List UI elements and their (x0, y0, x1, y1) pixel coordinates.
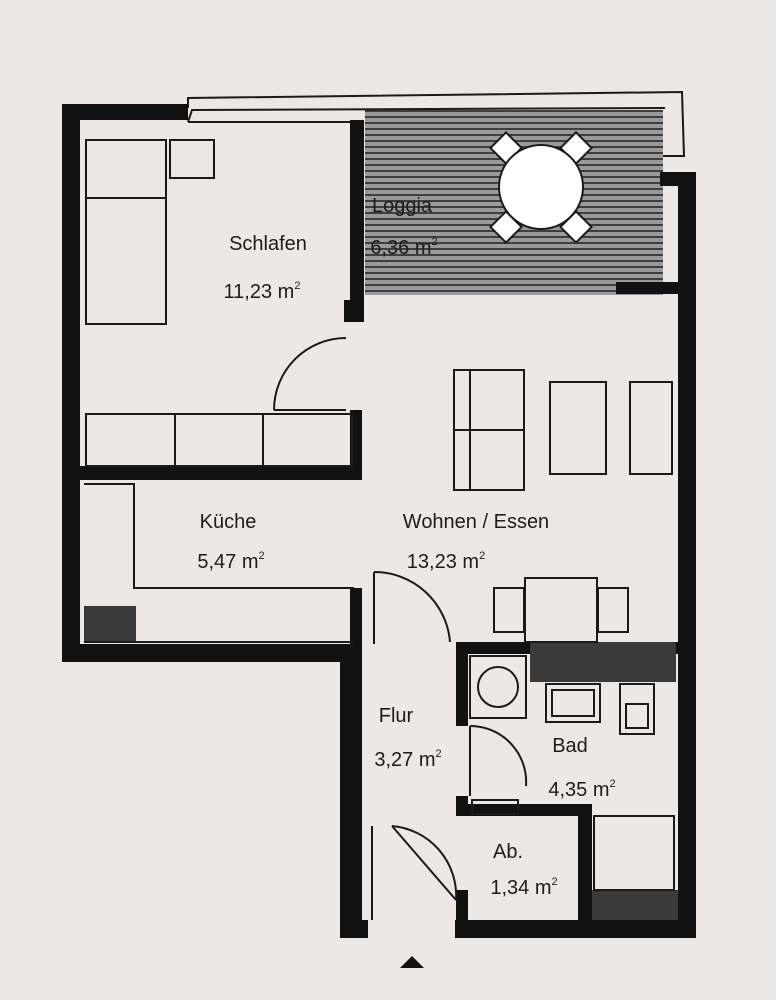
sink (545, 683, 601, 723)
bed (85, 139, 167, 325)
label-loggia: Loggia 6,36 m2 (370, 195, 437, 259)
entrance-arrow-icon (400, 956, 424, 968)
room-name-schlafen: Schlafen (229, 233, 307, 255)
dining-table (524, 577, 598, 643)
dark-counters (84, 606, 678, 920)
round-table-icon (489, 131, 593, 244)
label-abstell: Ab. 1,34 m2 (490, 841, 557, 899)
wardrobe (85, 413, 353, 467)
bad-fixtures (469, 655, 675, 891)
schlafen-furniture (85, 139, 353, 467)
dining-set (493, 577, 629, 643)
room-area-loggia: 6,36 m2 (370, 236, 437, 259)
label-kueche: Küche 5,47 m2 (197, 511, 264, 573)
room-area-bad: 4,35 m2 (548, 778, 615, 801)
room-name-bad: Bad (552, 735, 588, 757)
room-name-flur: Flur (379, 705, 414, 727)
room-name-loggia: Loggia (372, 195, 433, 217)
label-schlafen: Schlafen 11,23 m2 (224, 233, 307, 303)
bathtub (593, 815, 675, 891)
bad-door-swing (469, 724, 528, 787)
label-flur: Flur 3,27 m2 (374, 705, 441, 771)
exterior-walls (62, 104, 696, 938)
room-area-wohnen: 13,23 m2 (407, 550, 485, 573)
schlafen-door-swing (273, 337, 347, 411)
flur-door (373, 570, 451, 644)
toilet (619, 683, 655, 735)
nightstand (169, 139, 215, 179)
room-area-kueche: 5,47 m2 (197, 550, 264, 573)
kueche-counter (84, 483, 354, 643)
label-bad: Bad 4,35 m2 (548, 735, 615, 801)
armchair-1 (549, 381, 607, 475)
wohnen-furniture (453, 369, 673, 491)
room-name-abstell: Ab. (493, 841, 523, 863)
abstell-door (391, 825, 458, 901)
room-name-wohnen: Wohnen / Essen (403, 511, 549, 533)
washing-machine-icon (469, 655, 527, 719)
armchair-2 (629, 381, 673, 475)
room-area-flur: 3,27 m2 (374, 748, 441, 771)
balcony-railing (187, 90, 686, 157)
room-name-kueche: Küche (200, 511, 257, 533)
room-area-schlafen: 11,23 m2 (224, 280, 301, 303)
label-wohnen: Wohnen / Essen 13,23 m2 (403, 511, 549, 573)
room-area-abstell: 1,34 m2 (490, 876, 557, 899)
